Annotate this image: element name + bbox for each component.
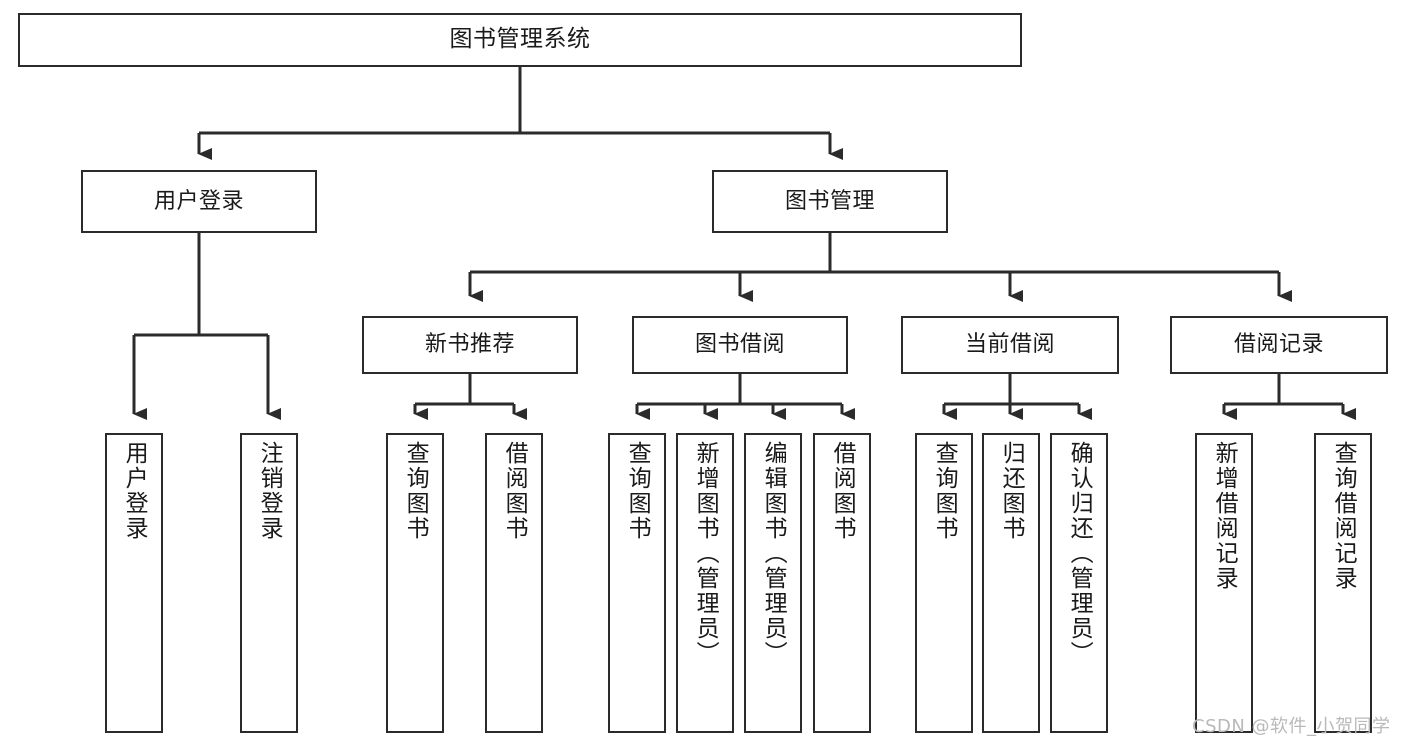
node-label: 查询图书 xyxy=(402,441,429,541)
node-label: 查询图书 xyxy=(931,441,958,541)
node-leaf-user-login[interactable]: 用户登录 xyxy=(105,433,163,733)
node-leaf-add-book[interactable]: 新增图书（管理员） xyxy=(676,433,734,733)
csdn-watermark: CSDN @软件_小贺同学 xyxy=(1192,716,1391,737)
node-label: 当前借阅 xyxy=(964,332,1055,358)
node-leaf-query-record[interactable]: 查询借阅记录 xyxy=(1314,433,1372,733)
node-label: 新增图书（管理员） xyxy=(692,441,719,666)
node-new-book-recommend[interactable]: 新书推荐 xyxy=(362,316,578,374)
node-label: 借阅图书 xyxy=(829,441,856,541)
node-label: 图书管理 xyxy=(784,188,875,214)
node-label: 图书管理系统 xyxy=(449,26,591,53)
node-label: 图书借阅 xyxy=(694,332,785,358)
node-leaf-query-book-1[interactable]: 查询图书 xyxy=(386,433,444,733)
node-current-borrow[interactable]: 当前借阅 xyxy=(901,316,1119,374)
node-label: 编辑图书（管理员） xyxy=(760,441,787,666)
node-label: 注销登录 xyxy=(256,441,283,541)
node-leaf-query-book-3[interactable]: 查询图书 xyxy=(915,433,973,733)
node-label: 新增借阅记录 xyxy=(1211,441,1238,591)
node-label: 查询借阅记录 xyxy=(1330,441,1357,591)
node-leaf-user-logout[interactable]: 注销登录 xyxy=(240,433,298,733)
node-label: 新书推荐 xyxy=(424,332,515,358)
node-user-login[interactable]: 用户登录 xyxy=(81,170,317,233)
node-label: 用户登录 xyxy=(121,441,148,541)
node-label: 借阅记录 xyxy=(1233,332,1324,358)
node-label: 查询图书 xyxy=(624,441,651,541)
node-leaf-edit-book[interactable]: 编辑图书（管理员） xyxy=(744,433,802,733)
node-label: 归还图书 xyxy=(998,441,1025,541)
node-leaf-confirm-return[interactable]: 确认归还（管理员） xyxy=(1050,433,1108,733)
node-label: 确认归还（管理员） xyxy=(1066,441,1093,666)
node-leaf-return-book[interactable]: 归还图书 xyxy=(982,433,1040,733)
node-leaf-borrow-book-2[interactable]: 借阅图书 xyxy=(813,433,871,733)
node-book-management[interactable]: 图书管理 xyxy=(712,170,948,233)
node-borrow-record[interactable]: 借阅记录 xyxy=(1170,316,1388,374)
node-root-system[interactable]: 图书管理系统 xyxy=(18,13,1022,67)
node-leaf-borrow-book-1[interactable]: 借阅图书 xyxy=(485,433,543,733)
node-leaf-add-record[interactable]: 新增借阅记录 xyxy=(1195,433,1253,733)
node-book-borrow[interactable]: 图书借阅 xyxy=(632,316,848,374)
node-leaf-query-book-2[interactable]: 查询图书 xyxy=(608,433,666,733)
node-label: 借阅图书 xyxy=(501,441,528,541)
node-label: 用户登录 xyxy=(153,188,244,214)
